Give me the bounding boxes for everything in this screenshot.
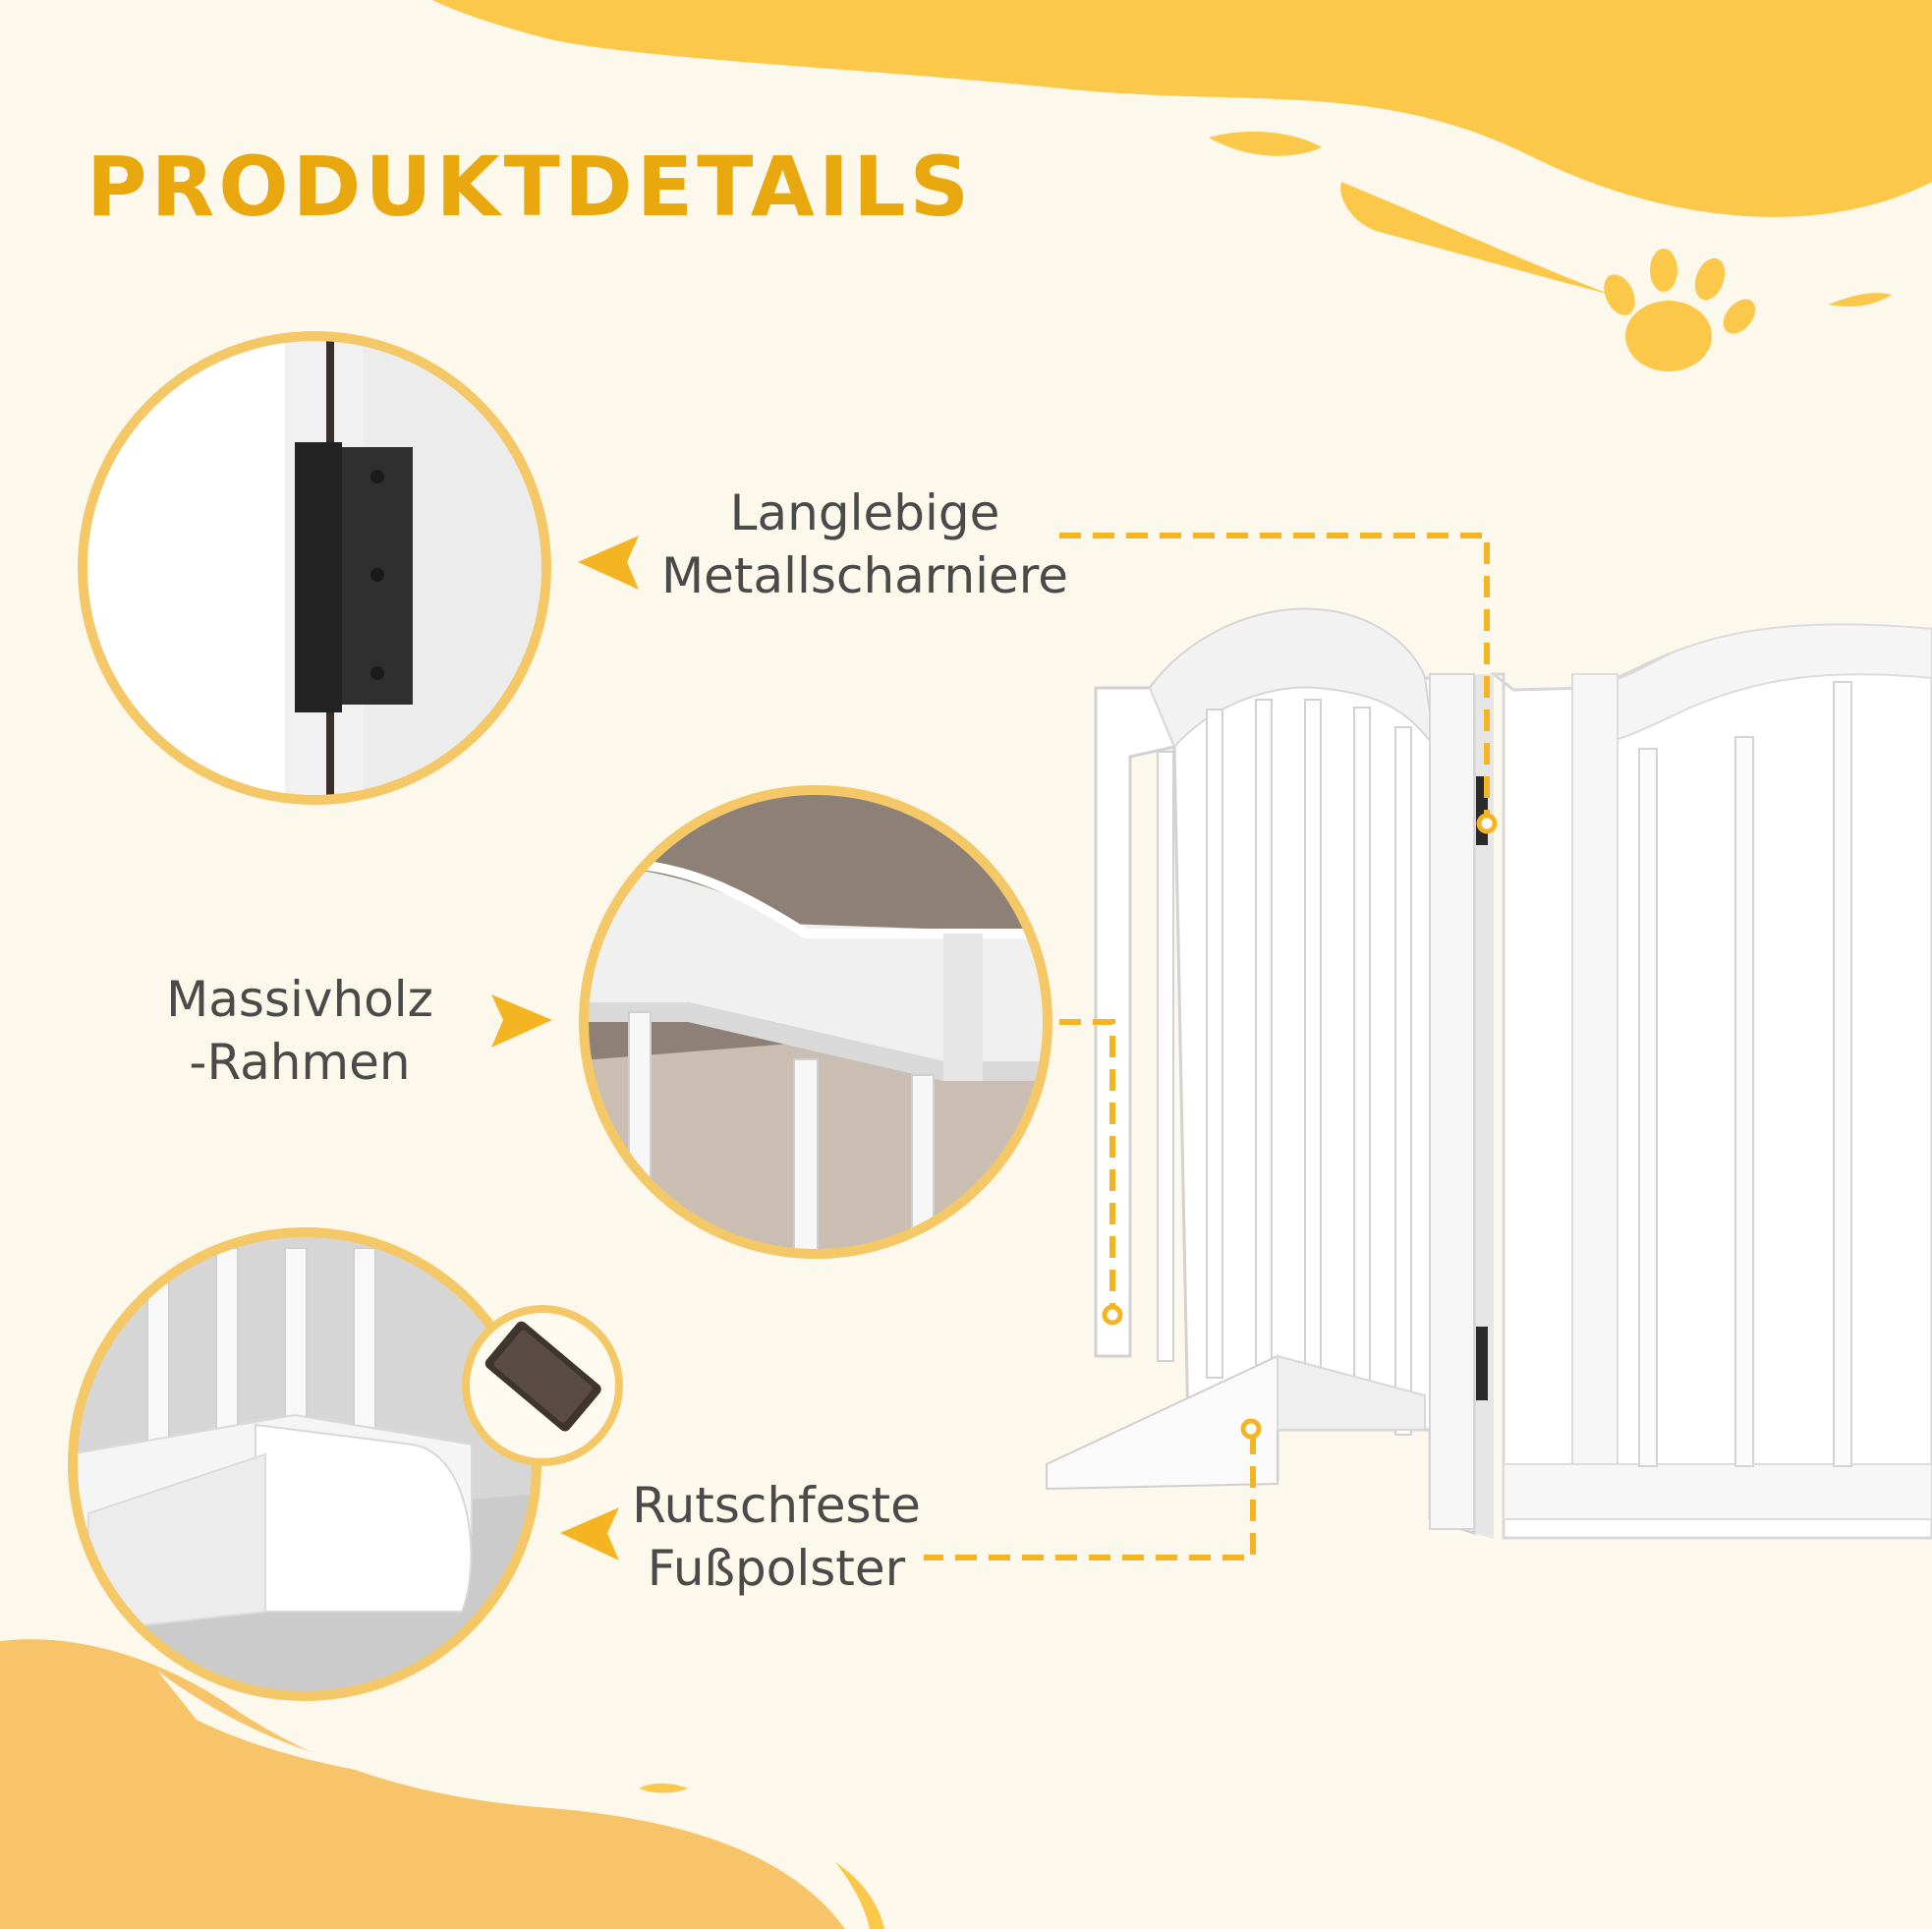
page-title: PRODUKTDETAILS [86, 139, 974, 235]
hinge-detail-image [78, 331, 551, 805]
bottom-wave-stroke [157, 1671, 413, 1779]
pet-gate-image [1046, 607, 1932, 1540]
callout-line-hinge [1059, 533, 1490, 821]
feature-label-line: Metallscharniere [660, 547, 1069, 604]
feature-label-line: Massivholz [166, 971, 433, 1028]
arrow-icon [560, 1507, 619, 1560]
arrow-icon [578, 536, 639, 590]
callout-dot-icon [1102, 1304, 1123, 1326]
top-wave-stroke [1340, 182, 1612, 295]
callout-dot-icon [1240, 1418, 1262, 1440]
leaf-decoration-2 [1828, 293, 1892, 307]
pad-closeup-image [462, 1305, 623, 1466]
swoosh-decoration [835, 1862, 884, 1929]
feature-label-hinge: Langlebige Metallscharniere [629, 482, 1101, 607]
feature-label-frame: Massivholz -Rahmen [123, 968, 477, 1094]
top-wave-decoration [432, 0, 1932, 217]
foot-pad-detail-image [68, 1227, 541, 1701]
arrow-icon [491, 994, 552, 1048]
feature-label-line: -Rahmen [189, 1034, 411, 1091]
leaf-decoration [1209, 131, 1322, 156]
feature-label-line: Rutschfeste [632, 1477, 921, 1534]
callout-dot-icon [1476, 813, 1498, 834]
leaf-decoration-3 [639, 1783, 688, 1793]
feature-label-pad: Rutschfeste Fußpolster [580, 1474, 973, 1600]
paw-icon [1604, 249, 1756, 371]
bottom-wave-decoration [0, 1639, 845, 1929]
callout-line-pad [924, 1433, 1256, 1560]
feature-label-line: Langlebige [729, 484, 1000, 541]
feature-label-line: Fußpolster [647, 1540, 906, 1597]
frame-detail-image [579, 785, 1052, 1259]
callout-line-frame [1059, 1019, 1115, 1307]
